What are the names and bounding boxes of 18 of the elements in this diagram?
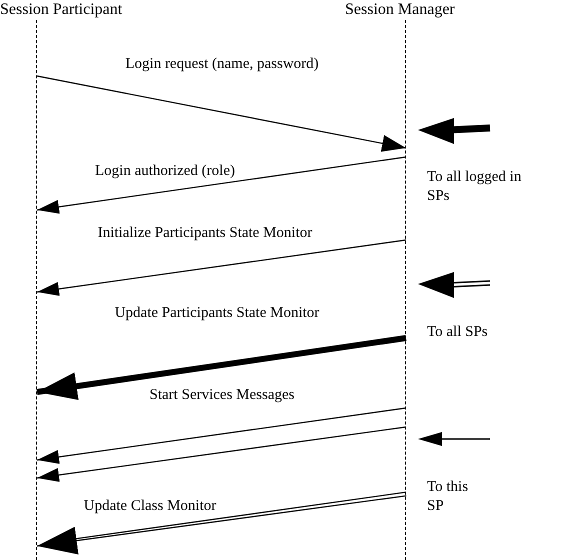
legend-text: To all logged in SPs	[427, 168, 522, 206]
message-arrow	[36, 335, 406, 402]
edge-label: Login authorized (role)	[95, 163, 235, 180]
edge-label: Login request (name, password)	[125, 56, 319, 73]
edge-label: Update Class Monitor	[84, 498, 216, 515]
message-arrow	[36, 407, 406, 465]
legend-text: To this SP	[427, 478, 470, 516]
legend-text: To all SPs	[427, 323, 489, 342]
message-arrow	[36, 239, 406, 297]
participant-label: Session Participant	[0, 1, 122, 19]
edge-label: Initialize Participants State Monitor	[98, 225, 312, 242]
message-arrow	[36, 492, 407, 556]
participant-label: Session Manager	[345, 1, 455, 19]
edge-label: Start Services Messages	[150, 387, 294, 404]
message-arrow	[36, 156, 406, 215]
message-arrow	[36, 426, 406, 484]
message-arrow	[36, 75, 406, 154]
edge-label: Update Participants State Monitor	[114, 305, 320, 322]
